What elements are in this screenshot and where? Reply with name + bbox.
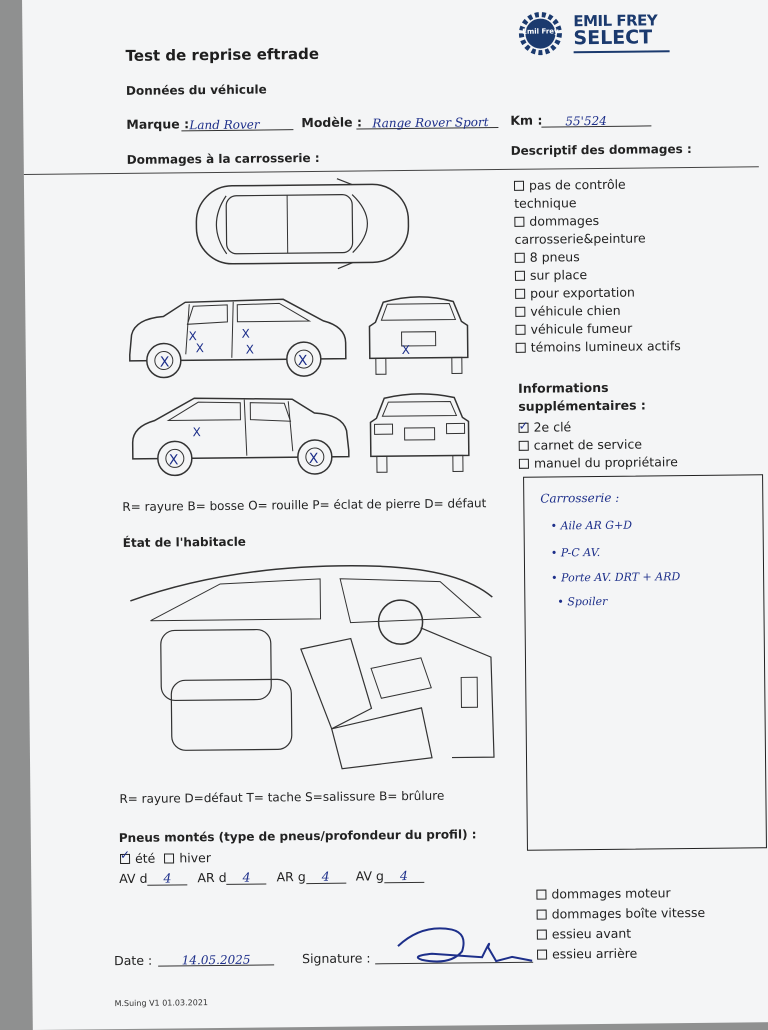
car-interior-diagram bbox=[130, 565, 495, 770]
form-sheet: Emil Frey EMIL FREY SELECT Test de repri… bbox=[22, 0, 768, 1030]
modele-field[interactable]: Range Rover Sport bbox=[356, 111, 499, 131]
info-heading: Informations supplémentaires : bbox=[518, 379, 646, 414]
option-export[interactable]: pour exportation bbox=[515, 282, 745, 302]
depth-ar-d-field[interactable]: 4 bbox=[226, 869, 267, 885]
signature-label: Signature : bbox=[302, 950, 371, 967]
form-title: Test de reprise eftrade bbox=[125, 44, 320, 65]
date-value: 14.05.2025 bbox=[181, 952, 251, 968]
modele-value: Range Rover Sport bbox=[372, 115, 489, 131]
option-on-site[interactable]: sur place bbox=[514, 264, 745, 284]
body-damage-legend: R= rayure B= bosse O= rouille P= éclat d… bbox=[122, 496, 487, 514]
checkbox-icon[interactable] bbox=[514, 270, 526, 281]
marque-label: Marque : bbox=[126, 116, 190, 132]
svg-text:X: X bbox=[402, 343, 410, 357]
depth-ar-g-label: AR g bbox=[276, 869, 306, 885]
option-warning-lights[interactable]: témoins lumineux actifs bbox=[515, 336, 746, 356]
logo-line2: SELECT bbox=[573, 26, 653, 50]
marque-field[interactable]: Land Rover bbox=[181, 113, 294, 133]
notes-line-3: • P-C AV. bbox=[550, 545, 601, 560]
option-service-book[interactable]: carnet de service bbox=[518, 434, 749, 454]
description-heading: Descriptif des dommages : bbox=[510, 141, 692, 158]
damage-notes-box[interactable]: Carrosserie : • Aile AR G+D • P-C AV. • … bbox=[523, 474, 767, 851]
option-smoker[interactable]: véhicule fumeur bbox=[515, 318, 745, 338]
svg-text:X: X bbox=[193, 425, 201, 439]
checkbox-checked-icon[interactable] bbox=[518, 422, 529, 433]
depth-av-g-field[interactable]: 4 bbox=[383, 867, 425, 884]
option-8-tyres[interactable]: 8 pneus bbox=[514, 246, 745, 266]
checkbox-icon[interactable] bbox=[515, 342, 526, 353]
svg-text:X: X bbox=[188, 329, 196, 343]
date-field[interactable]: 14.05.2025 bbox=[157, 948, 275, 968]
season-summer[interactable]: été bbox=[119, 851, 155, 866]
option-engine-damage[interactable]: dommages moteur bbox=[536, 882, 766, 904]
logo-underline bbox=[573, 50, 670, 54]
checkbox-icon[interactable] bbox=[514, 216, 525, 227]
gear-badge-icon bbox=[518, 12, 562, 56]
km-field[interactable]: 55'524 bbox=[541, 109, 652, 129]
notes-line-4: • Porte AV. DRT + ARD bbox=[551, 570, 681, 585]
depth-av-g-label: AV g bbox=[355, 868, 385, 884]
svg-text:X: X bbox=[196, 341, 204, 355]
svg-text:X: X bbox=[241, 327, 249, 341]
depth-av-d-field[interactable]: 4 bbox=[147, 870, 188, 886]
car-right-side-diagram: X X X bbox=[131, 397, 350, 477]
body-damage-heading: Dommages à la carrosserie : bbox=[126, 150, 320, 167]
marque-value: Land Rover bbox=[189, 117, 260, 133]
svg-text:X: X bbox=[169, 452, 179, 468]
interior-heading: État de l'habitacle bbox=[122, 534, 246, 550]
checkbox-icon[interactable] bbox=[518, 440, 529, 451]
modele-label: Modèle : bbox=[301, 114, 362, 131]
info-options-list: 2e clé carnet de service manuel du propr… bbox=[518, 416, 749, 472]
depth-ar-d-label: AR d bbox=[197, 869, 227, 886]
checkbox-icon[interactable] bbox=[515, 288, 526, 299]
mech-options-list: dommages moteur dommages boîte vitesse e… bbox=[536, 882, 767, 964]
checkbox-icon[interactable] bbox=[164, 853, 175, 864]
interior-legend: R= rayure D=défaut T= tache S=salissure … bbox=[119, 788, 445, 807]
vehicle-section-heading: Données du véhicule bbox=[125, 82, 267, 98]
notes-line-1: Carrosserie : bbox=[540, 490, 620, 506]
notes-line-5: • Spoiler bbox=[557, 594, 608, 609]
tyres-heading: Pneus montés (type de pneus/profondeur d… bbox=[118, 827, 477, 846]
option-gearbox-damage[interactable]: dommages boîte vitesse bbox=[536, 902, 767, 924]
depth-ar-g-field[interactable]: 4 bbox=[305, 868, 346, 885]
svg-text:X: X bbox=[309, 451, 319, 467]
checkbox-icon[interactable] bbox=[515, 324, 526, 335]
signature-mark bbox=[397, 927, 533, 963]
svg-text:X: X bbox=[246, 343, 254, 357]
date-label: Date : bbox=[114, 952, 153, 969]
option-front-axle[interactable]: essieu avant bbox=[536, 922, 767, 944]
checkbox-checked-icon[interactable] bbox=[119, 853, 131, 865]
logo-badge-text: Emil Frey bbox=[522, 27, 559, 36]
emil-frey-logo: Emil Frey EMIL FREY SELECT bbox=[517, 9, 677, 57]
option-dog-vehicle[interactable]: véhicule chien bbox=[515, 300, 745, 320]
option-owner-manual[interactable]: manuel du propriétaire bbox=[518, 452, 749, 472]
option-rear-axle[interactable]: essieu arrière bbox=[537, 942, 767, 964]
checkbox-icon[interactable] bbox=[536, 889, 547, 900]
season-winter[interactable]: hiver bbox=[164, 850, 211, 865]
svg-text:X: X bbox=[298, 353, 308, 369]
checkbox-icon[interactable] bbox=[515, 306, 526, 317]
km-label: Km : bbox=[510, 112, 543, 128]
car-top-view-diagram bbox=[195, 178, 410, 270]
depth-av-d-label: AV d bbox=[119, 870, 148, 887]
km-value: 55'524 bbox=[565, 113, 607, 129]
car-left-side-diagram: X X X X X X bbox=[129, 298, 347, 379]
tyre-season-row: été hiver bbox=[119, 850, 211, 866]
checkbox-icon[interactable] bbox=[513, 180, 525, 191]
car-rear-view-diagram bbox=[369, 393, 470, 473]
car-front-view-diagram: X bbox=[368, 296, 469, 375]
option-second-key[interactable]: 2e clé bbox=[518, 416, 748, 436]
notes-line-2: • Aile AR G+D bbox=[550, 518, 633, 533]
checkbox-icon[interactable] bbox=[518, 458, 529, 469]
form-version-footer: M.Suing V1 01.03.2021 bbox=[114, 998, 209, 1009]
svg-text:X: X bbox=[160, 354, 170, 370]
checkbox-icon[interactable] bbox=[514, 252, 525, 263]
